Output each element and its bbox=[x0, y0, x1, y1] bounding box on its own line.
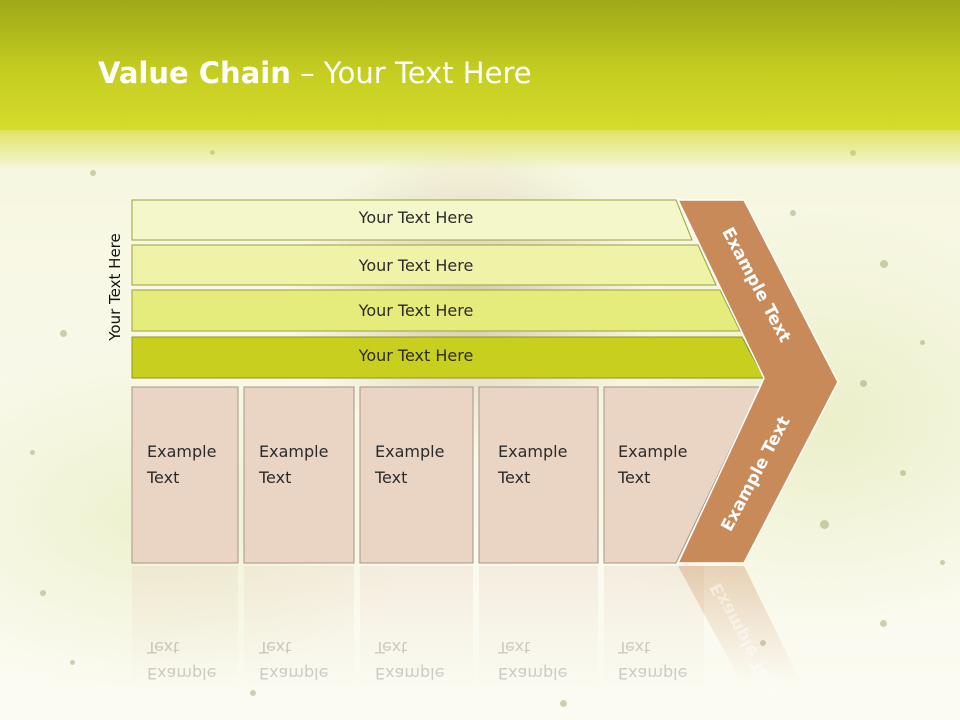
bar-2 bbox=[131, 244, 717, 286]
box-3-label-reflection: Example Text bbox=[375, 638, 445, 683]
box-2-label-reflection: Example Text bbox=[259, 638, 329, 683]
bar-3 bbox=[131, 289, 741, 332]
header-band bbox=[0, 0, 960, 130]
box-1 bbox=[131, 386, 239, 564]
box-3-label: Example Text bbox=[375, 442, 445, 487]
chevron-arrow bbox=[676, 199, 839, 564]
box-1-reflection bbox=[132, 566, 238, 686]
box-1-label: Example Text bbox=[147, 442, 217, 487]
box-2 bbox=[243, 386, 355, 564]
box-4-label: Example Text bbox=[498, 442, 568, 487]
title-rest: – Your Text Here bbox=[290, 56, 532, 90]
box-5 bbox=[603, 386, 761, 564]
header-fade bbox=[0, 130, 960, 170]
bar-1 bbox=[131, 199, 693, 241]
box-5-reflection bbox=[604, 566, 704, 686]
title-bold: Value Chain bbox=[98, 56, 291, 90]
box-5-label: Example Text bbox=[618, 442, 688, 487]
box-3-reflection bbox=[360, 566, 473, 686]
box-4 bbox=[478, 386, 599, 564]
box-4-label-reflection: Example Text bbox=[498, 638, 568, 683]
box-2-reflection bbox=[244, 566, 354, 686]
bar-3-label: Your Text Here bbox=[358, 301, 474, 320]
bar-1-label: Your Text Here bbox=[358, 208, 474, 227]
slide-title: Value Chain – Your Text Here bbox=[98, 56, 532, 90]
box-4-reflection bbox=[479, 566, 598, 686]
box-2-label: Example Text bbox=[259, 442, 329, 487]
box-5-label-reflection: Example Text bbox=[618, 638, 688, 683]
chevron-reflection bbox=[678, 566, 800, 680]
box-3 bbox=[359, 386, 474, 564]
box-1-label-reflection: Example Text bbox=[147, 638, 217, 683]
bar-2-label: Your Text Here bbox=[358, 256, 474, 275]
bar-4-label: Your Text Here bbox=[358, 346, 474, 365]
